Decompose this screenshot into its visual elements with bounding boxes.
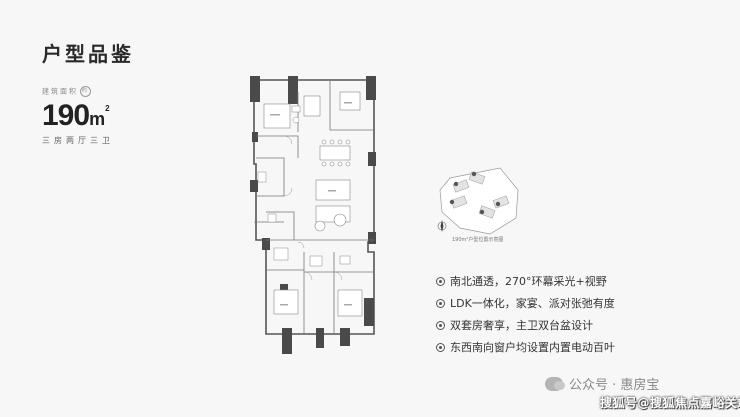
bullet-icon — [436, 342, 445, 352]
area-unit: m — [89, 109, 106, 129]
bullet-icon — [436, 276, 445, 286]
approx-badge: 约 — [80, 86, 91, 97]
wechat-icon — [545, 376, 565, 391]
feature-list: 南北通透，270°环幕采光+视野 LDK一体化，家宴、派对张弛有度 双套房奢享，… — [436, 270, 615, 358]
area-number: 190 — [42, 99, 90, 132]
bullet-icon — [436, 320, 445, 330]
bullet-icon — [436, 298, 445, 308]
feature-text: 南北通透，270°环幕采光+视野 — [450, 275, 607, 288]
compass-icon — [437, 220, 447, 232]
feature-text: 双套房奢享，主卫双台盆设计 — [450, 319, 593, 332]
feature-text: 东西南向窗户均设置内置电动百叶 — [450, 341, 615, 354]
feature-item: 东西南向窗户均设置内置电动百叶 — [436, 336, 615, 358]
feature-item: 南北通透，270°环幕采光+视野 — [436, 270, 615, 292]
site-location-map — [437, 167, 519, 235]
area-label-text: 建筑面积 — [42, 87, 78, 96]
room-layout: 三房两厅三卫 — [42, 136, 114, 145]
watermark-sohu: 搜狐号@搜狐焦点嘉峪关站 — [600, 396, 740, 410]
site-map-caption: 190m²户型位置示意图 — [452, 237, 504, 243]
area-label: 建筑面积约 — [42, 86, 112, 97]
page-title: 户型品鉴 — [42, 42, 134, 66]
watermark-wechat: 公众号 · 惠房宝 — [545, 374, 659, 393]
feature-text: LDK一体化，家宴、派对张弛有度 — [450, 297, 615, 310]
area-value: 190m2 — [42, 99, 112, 133]
area-block: 建筑面积约 190m2 三房两厅三卫 — [42, 86, 112, 146]
floor-plan-image — [250, 76, 376, 354]
feature-item: LDK一体化，家宴、派对张弛有度 — [436, 292, 615, 314]
watermark-wechat-text: 公众号 · 惠房宝 — [569, 378, 660, 393]
area-unit-sup: 2 — [105, 104, 110, 113]
feature-item: 双套房奢享，主卫双台盆设计 — [436, 314, 615, 336]
